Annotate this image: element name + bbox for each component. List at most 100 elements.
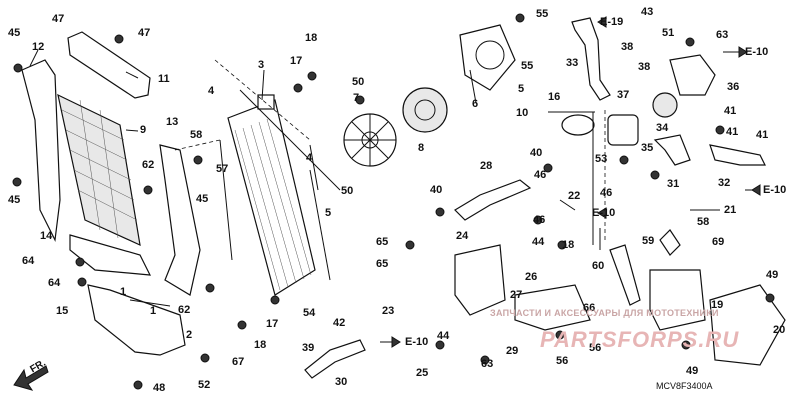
callout-26: 26 (525, 271, 538, 283)
callout-47: 47 (138, 27, 151, 39)
callout-25: 25 (416, 367, 429, 379)
radiator-cap (561, 114, 595, 136)
callout-58: 58 (697, 216, 710, 228)
callout-63: 63 (716, 29, 729, 41)
callout-45: 45 (196, 193, 209, 205)
tank-bracket (454, 244, 506, 316)
callout-21: 21 (724, 204, 737, 216)
callout-46: 46 (533, 214, 546, 226)
callout-40: 40 (430, 184, 443, 196)
callout-49: 49 (686, 365, 699, 377)
diagram-code: MCV8F3400A (656, 381, 713, 391)
callout-65: 65 (376, 236, 389, 248)
callout-64: 64 (48, 277, 61, 289)
callout-37: 37 (617, 89, 630, 101)
callout-31: 31 (667, 178, 680, 190)
callout-1: 1 (150, 305, 157, 317)
callout-34: 34 (656, 122, 669, 134)
ref-e10-top: E-10 (745, 46, 769, 58)
bracket-27 (514, 284, 591, 331)
radiator-grille (57, 93, 141, 247)
callout-41: 41 (724, 105, 737, 117)
callout-5: 5 (518, 83, 525, 95)
side-cover (159, 144, 201, 296)
water-pump-cover (607, 114, 639, 146)
callout-60: 60 (592, 260, 605, 272)
callout-46: 46 (534, 169, 547, 181)
callout-50: 50 (341, 185, 354, 197)
callout-8: 8 (418, 142, 425, 154)
lower-bracket (69, 234, 152, 276)
callout-10: 10 (516, 107, 529, 119)
callout-24: 24 (456, 230, 469, 242)
callout-23: 23 (382, 305, 395, 317)
ref-e10-right: E-10 (763, 184, 787, 196)
callout-55: 55 (536, 8, 549, 20)
upper-cover (67, 31, 151, 99)
callout-5: 5 (325, 207, 332, 219)
front-arrow (13, 365, 49, 391)
thermostat (652, 92, 678, 118)
callout-46: 46 (600, 187, 613, 199)
callout-41: 41 (756, 129, 769, 141)
callout-38: 38 (621, 41, 634, 53)
callout-43: 43 (641, 6, 654, 18)
callout-63: 63 (481, 358, 494, 370)
radiator-rail-left (219, 139, 233, 261)
callout-15: 15 (56, 305, 69, 317)
callout-62: 62 (178, 304, 191, 316)
callout-14: 14 (40, 230, 53, 242)
callout-44: 44 (532, 236, 545, 248)
callout-17: 17 (290, 55, 303, 67)
callout-41: 41 (726, 126, 739, 138)
callout-11: 11 (158, 73, 170, 85)
radiator-shroud (21, 59, 61, 243)
ref-e10-bottom: E-10 (405, 336, 429, 348)
callout-38: 38 (638, 61, 651, 73)
callout-32: 32 (718, 177, 731, 189)
callout-22: 22 (568, 190, 581, 202)
thermostat-housing (669, 54, 716, 96)
callout-3: 3 (258, 59, 265, 71)
callout-55: 55 (521, 60, 534, 72)
callout-62: 62 (142, 159, 155, 171)
callout-13: 13 (166, 116, 179, 128)
callout-50: 50 (352, 76, 365, 88)
callout-35: 35 (641, 142, 654, 154)
ref-e10-mid: E-10 (592, 207, 616, 219)
callout-20: 20 (773, 324, 786, 336)
callout-2: 2 (186, 329, 193, 341)
callout-56: 56 (589, 342, 602, 354)
callout-18: 18 (562, 239, 575, 251)
watermark-text: ЗАПЧАСТИ И АКСЕССУАРЫ ДЛЯ МОТОТЕХНИКИ (490, 308, 719, 318)
fan-motor (402, 87, 448, 133)
callout-17: 17 (266, 318, 279, 330)
fan-shroud (459, 24, 516, 91)
hose-30 (304, 339, 366, 379)
callout-27: 27 (510, 289, 523, 301)
callout-1: 1 (120, 286, 127, 298)
radiator-rail-right (309, 169, 331, 281)
hose-31 (653, 134, 691, 166)
callout-59: 59 (642, 235, 655, 247)
ref-e19: E-19 (600, 16, 624, 28)
callout-54: 54 (303, 307, 316, 319)
callout-18: 18 (254, 339, 267, 351)
reserve-tank (649, 269, 706, 331)
callout-47: 47 (52, 13, 65, 25)
callout-4: 4 (208, 85, 215, 97)
hose-28 (454, 179, 532, 221)
callout-65: 65 (376, 258, 389, 270)
lower-shroud (87, 284, 186, 356)
callout-30: 30 (335, 376, 348, 388)
hose-59 (659, 229, 681, 256)
callout-39: 39 (302, 342, 315, 354)
callout-40: 40 (530, 147, 543, 159)
callout-64: 64 (22, 255, 35, 267)
callout-66: 66 (583, 302, 596, 314)
callout-4: 4 (306, 152, 313, 164)
callout-67: 67 (232, 356, 245, 368)
callout-36: 36 (727, 81, 740, 93)
